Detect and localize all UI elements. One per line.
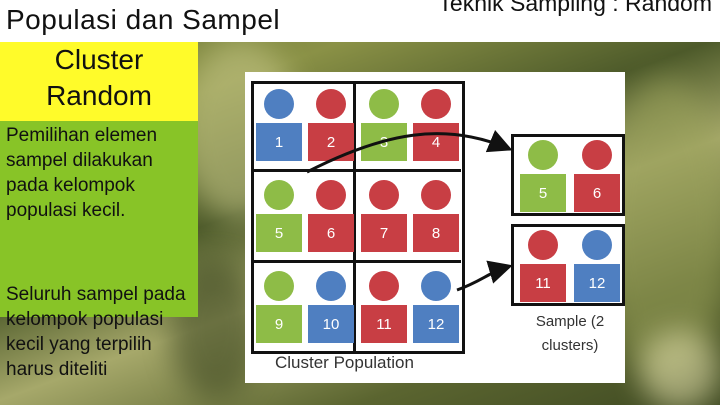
page-subtitle: Teknik Sampling : Random [438, 0, 712, 16]
cluster-sampling-diagram: Cluster Population Sample (2 clusters) 1… [245, 72, 625, 383]
element-number: 7 [361, 214, 407, 252]
selection-arrows [306, 129, 513, 292]
background-highlight [640, 330, 720, 405]
element-head [582, 140, 612, 170]
population-element: 4 [413, 89, 459, 161]
population-element: 7 [361, 180, 407, 252]
topic-label: Cluster Random Sampling [41, 44, 158, 122]
element-number: 9 [256, 305, 302, 343]
element-number: 12 [413, 305, 459, 343]
population-element: 9 [256, 271, 302, 343]
element-head [316, 89, 346, 119]
population-element: 8 [413, 180, 459, 252]
element-head [264, 180, 294, 210]
element-head [528, 140, 558, 170]
population-element: 11 [520, 230, 566, 302]
element-head [369, 89, 399, 119]
population-element: 6 [308, 180, 354, 252]
population-element: 5 [256, 180, 302, 252]
population-element: 1 [256, 89, 302, 161]
topic-label-box: Cluster Random Sampling [0, 42, 198, 122]
element-head [369, 271, 399, 301]
element-number: 6 [574, 174, 620, 212]
element-head [264, 271, 294, 301]
element-head [316, 271, 346, 301]
population-element: 5 [520, 140, 566, 212]
population-element: 11 [361, 271, 407, 343]
sample-label: Sample (2 clusters) [535, 313, 605, 354]
selection-arrow [456, 260, 513, 292]
population-element: 12 [413, 271, 459, 343]
population-label: Cluster Population [275, 353, 414, 372]
page-title: Populasi dan Sampel [6, 4, 281, 35]
population-element: 6 [574, 140, 620, 212]
element-head [316, 180, 346, 210]
element-number: 1 [256, 123, 302, 161]
element-head [421, 89, 451, 119]
element-number: 8 [413, 214, 459, 252]
population-element: 12 [574, 230, 620, 302]
title-bar: Populasi dan Sampel [0, 0, 408, 42]
description-panel [0, 121, 198, 317]
element-number: 12 [574, 264, 620, 302]
description-text-1: Pemilihan elemen sampel dilakukan pada k… [6, 125, 158, 221]
element-number: 4 [413, 123, 459, 161]
element-number: 5 [520, 174, 566, 212]
element-number: 6 [308, 214, 354, 252]
population-grid [251, 81, 465, 354]
element-number: 5 [256, 214, 302, 252]
description-text-2: Seluruh sampel pada kelompok populasi ke… [6, 284, 186, 380]
element-head [264, 89, 294, 119]
subtitle-bar: Teknik Sampling : Random [408, 0, 720, 42]
element-number: 10 [308, 305, 354, 343]
element-head [528, 230, 558, 260]
population-element: 10 [308, 271, 354, 343]
element-head [421, 180, 451, 210]
element-number: 11 [361, 305, 407, 343]
element-head [369, 180, 399, 210]
element-head [421, 271, 451, 301]
element-head [582, 230, 612, 260]
element-number: 11 [520, 264, 566, 302]
selection-arrow [306, 129, 513, 174]
